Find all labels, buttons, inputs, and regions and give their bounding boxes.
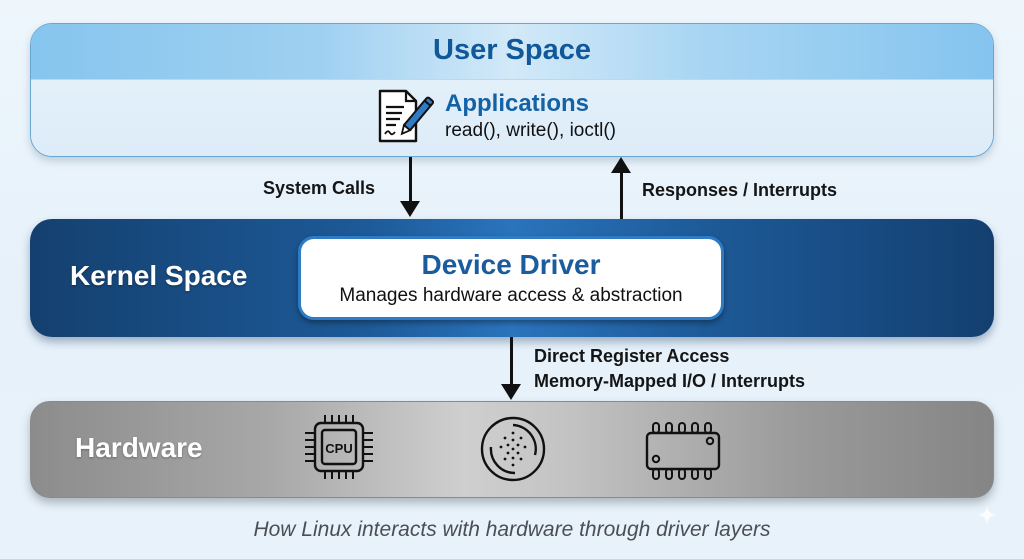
cpu-icon-label: CPU xyxy=(325,441,352,456)
responses-interrupts-label: Responses / Interrupts xyxy=(642,180,838,200)
user-space-layer: User Space Applications read(), write(),… xyxy=(30,23,994,157)
kernel-space-layer: Kernel Space Device Driver Manages hardw… xyxy=(30,219,994,337)
user-space-body xyxy=(31,80,993,156)
system-calls-arrow-head xyxy=(400,201,420,217)
sparkle-icon xyxy=(977,505,997,525)
user-space-header-band xyxy=(31,24,993,80)
system-calls-arrow-line xyxy=(409,157,412,204)
device-driver-description: Manages hardware access & abstraction xyxy=(339,285,683,306)
system-calls-label: System Calls xyxy=(263,178,376,198)
applications-syscalls: read(), write(), ioctl() xyxy=(445,120,617,141)
document-edit-icon xyxy=(378,89,434,143)
device-driver-title: Device Driver xyxy=(421,249,601,280)
diagram-caption: How Linux interacts with hardware throug… xyxy=(253,518,771,541)
responses-arrow-head xyxy=(611,157,631,173)
device-driver-box: Device Driver Manages hardware access & … xyxy=(298,236,724,320)
hardware-layer: Hardware CPU xyxy=(30,401,994,498)
memory-chip-icon xyxy=(645,422,721,480)
disk-icon xyxy=(480,416,546,482)
hardware-access-arrow-head xyxy=(501,384,521,400)
cpu-icon: CPU xyxy=(305,415,373,479)
user-space-title: User Space xyxy=(433,34,591,66)
hardware-access-arrow-line xyxy=(510,337,513,387)
direct-register-access-label: Direct Register Access xyxy=(534,346,730,366)
memory-mapped-io-label: Memory-Mapped I/O / Interrupts xyxy=(534,371,806,391)
applications-title: Applications xyxy=(445,90,590,117)
responses-arrow-line xyxy=(620,172,623,219)
kernel-space-title: Kernel Space xyxy=(70,260,248,291)
hardware-title: Hardware xyxy=(75,432,203,463)
